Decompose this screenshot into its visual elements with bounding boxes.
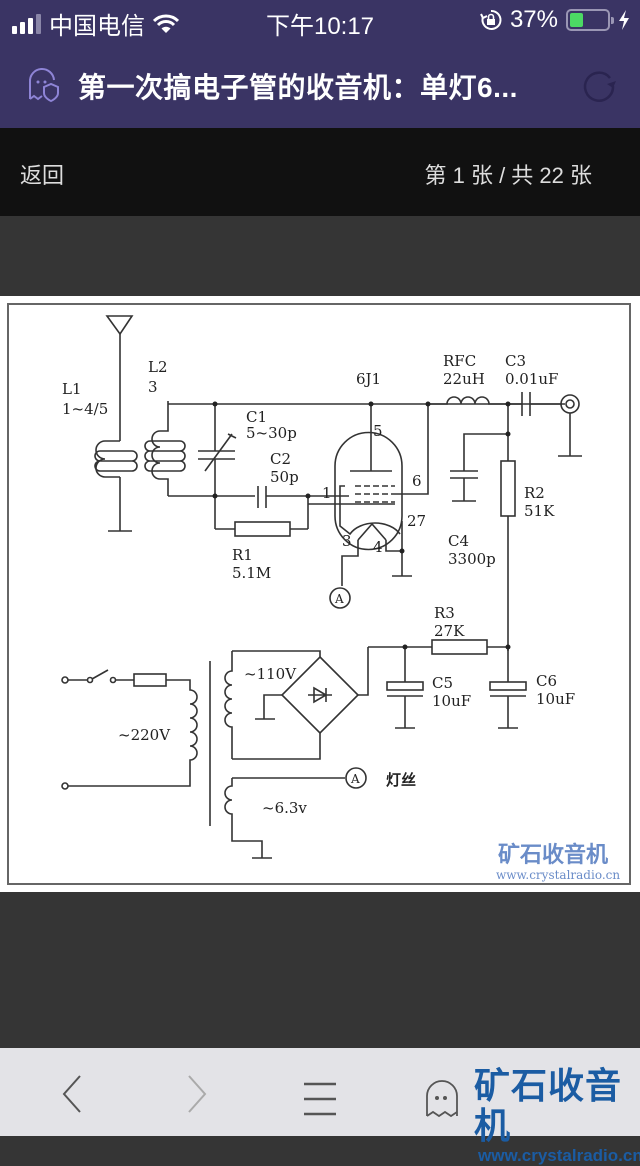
label-c3-value: 0.01uF: [505, 370, 558, 388]
watermark-url: www.crystalradio.cn: [496, 868, 620, 882]
label-c3: C3: [505, 352, 526, 370]
label-a-1: A: [334, 592, 344, 606]
charging-icon: [619, 10, 629, 30]
clock: 下午10:17: [265, 13, 375, 40]
label-tube: 6J1: [356, 370, 381, 388]
label-c5-value: 10uF: [432, 692, 471, 710]
label-filament: 灯丝: [386, 771, 416, 789]
label-pin27: 27: [407, 512, 426, 530]
label-a-2: A: [350, 772, 360, 786]
label-c1: C1: [246, 408, 267, 426]
schematic-image[interactable]: L1 1~4/5 L2 3 C1 5~30p C2 50p R1 5.1M 6J…: [0, 296, 640, 892]
gallery-toolbar: 返回 第 1 张 / 共 22 张: [0, 128, 640, 216]
label-6v3: ~6.3v: [262, 799, 307, 817]
site-logo: 矿石收音机 www.crystalradio.cn: [474, 1065, 640, 1166]
label-rfc-value: 22uH: [443, 370, 485, 388]
label-r2: R2: [524, 484, 545, 502]
signal-icon: [12, 13, 41, 34]
page-title: 第一次搞电子管的收音机：单灯6...: [78, 72, 518, 103]
label-l1: L1: [62, 380, 82, 398]
label-pin6: 6: [412, 472, 422, 490]
label-c2-value: 50p: [270, 468, 299, 486]
label-l1-value: 1~4/5: [62, 400, 108, 418]
label-pin1: 1: [322, 484, 332, 502]
logo-url: www.crystalradio.cn: [478, 1146, 640, 1165]
label-r1-value: 5.1M: [232, 564, 271, 582]
label-c6-value: 10uF: [536, 690, 575, 708]
carrier-label: 中国电信: [49, 13, 145, 40]
label-r1: R1: [232, 546, 253, 564]
image-viewer[interactable]: L1 1~4/5 L2 3 C1 5~30p C2 50p R1 5.1M 6J…: [0, 216, 640, 1048]
orientation-lock-icon: [480, 9, 502, 30]
bottom-toolbar: 矿石收音机 www.crystalradio.cn: [0, 1048, 640, 1165]
ghost-icon[interactable]: [424, 1078, 464, 1120]
label-pin3: 3: [342, 532, 352, 550]
label-r3: R3: [434, 604, 455, 622]
ghost-shield-icon: [28, 68, 59, 103]
circuit-schematic: L1 1~4/5 L2 3 C1 5~30p C2 50p R1 5.1M 6J…: [7, 303, 631, 885]
battery-icon: [566, 9, 614, 31]
logo-text: 矿石收音机: [474, 1065, 623, 1146]
label-r3-value: 27K: [434, 622, 465, 640]
label-pin5: 5: [373, 422, 383, 440]
label-r2-value: 51K: [524, 502, 555, 520]
label-220v: ~220V: [118, 726, 171, 744]
label-l2: L2: [148, 358, 168, 376]
title-bar: 第一次搞电子管的收音机：单灯6...: [0, 40, 640, 128]
label-110v: ~110V: [244, 665, 297, 683]
status-bar: 中国电信 下午10:17 37%: [0, 0, 640, 40]
label-c6: C6: [536, 672, 557, 690]
label-c2: C2: [270, 450, 291, 468]
label-c4-value: 3300p: [448, 550, 496, 568]
label-c1-value: 5~30p: [246, 424, 297, 442]
back-button[interactable]: 返回: [20, 163, 65, 188]
label-pin4: 4: [373, 538, 383, 556]
menu-icon[interactable]: [302, 1082, 338, 1116]
back-arrow-icon[interactable]: [60, 1074, 84, 1114]
page-counter: 第 1 张 / 共 22 张: [424, 163, 593, 188]
label-c5: C5: [432, 674, 453, 692]
reload-icon[interactable]: [580, 66, 618, 104]
label-l2-value: 3: [148, 378, 158, 396]
label-c4: C4: [448, 532, 469, 550]
watermark-cn: 矿石收音机: [498, 842, 608, 868]
forward-arrow-icon[interactable]: [185, 1074, 209, 1114]
label-rfc: RFC: [443, 352, 476, 370]
wifi-icon: [153, 14, 179, 33]
battery-percent: 37%: [509, 6, 558, 33]
